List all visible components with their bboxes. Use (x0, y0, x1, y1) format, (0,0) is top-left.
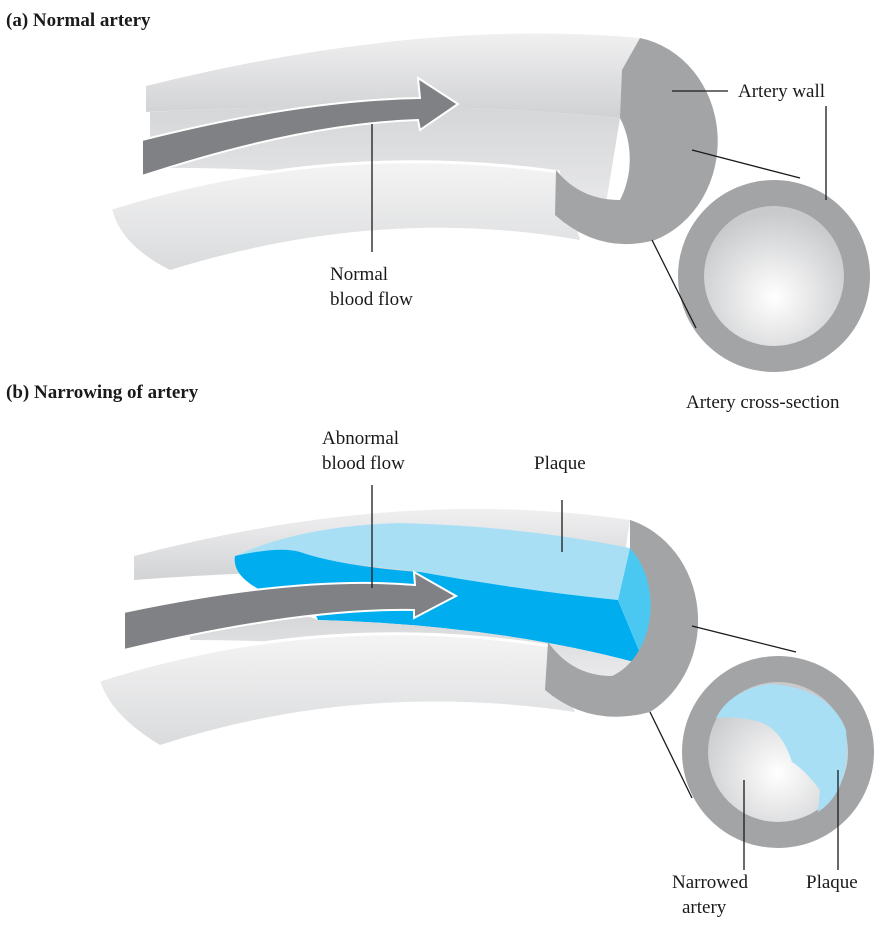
panel-a-title: (a) Normal artery (6, 10, 151, 31)
cross-section-b (682, 656, 874, 848)
label-plaque-top: Plaque (534, 453, 586, 474)
leader-cross-b-top (692, 626, 796, 652)
label-cross-section: Artery cross-section (686, 392, 840, 413)
artery-b-lower-wall (100, 634, 575, 745)
panel-a: (a) Normal artery Artery wall Normal blo… (6, 10, 870, 413)
label-normal-flow-2: blood flow (330, 289, 413, 310)
label-narrowed-1: Narrowed (672, 872, 748, 893)
label-plaque-cross: Plaque (806, 872, 858, 893)
cross-section-a (678, 180, 870, 372)
label-abnormal-flow-1: Abnormal (322, 428, 399, 449)
label-narrowed-2: artery (682, 897, 727, 918)
panel-b: (b) Narrowing of artery (6, 382, 874, 918)
label-abnormal-flow-2: blood flow (322, 453, 405, 474)
label-normal-flow-1: Normal (330, 264, 388, 285)
cross-section-a-lumen (704, 206, 844, 346)
artery-a-lower-wall (112, 162, 580, 270)
panel-b-title: (b) Narrowing of artery (6, 382, 199, 403)
label-artery-wall: Artery wall (738, 81, 825, 102)
